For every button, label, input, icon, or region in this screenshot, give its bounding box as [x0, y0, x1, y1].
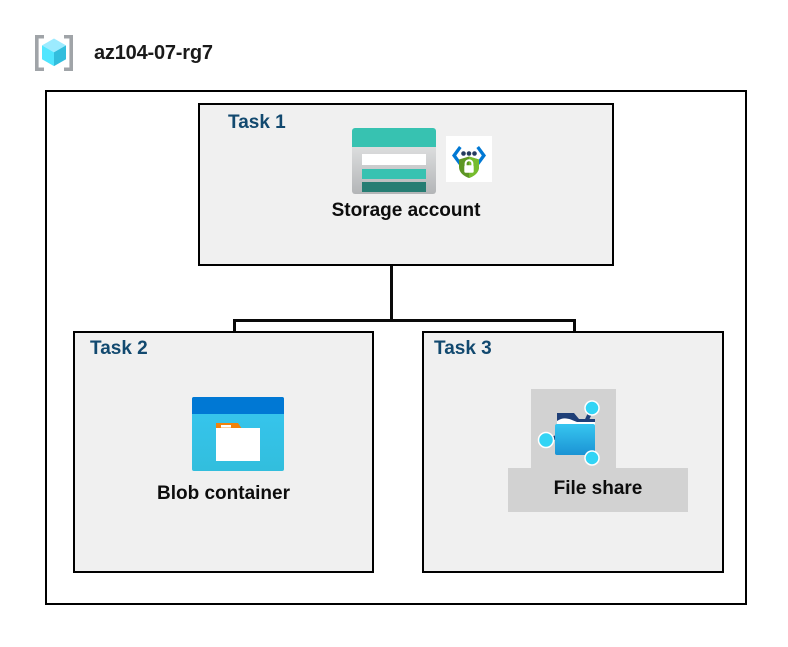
task-3-label: Task 3	[434, 338, 492, 359]
file-share-label-plate	[508, 468, 688, 512]
resource-group-icon	[30, 29, 78, 77]
file-share-icon	[533, 391, 614, 472]
file-share-label: File share	[553, 478, 643, 499]
resource-group-header: az104-07-rg7	[30, 28, 350, 78]
task-1-label: Task 1	[228, 112, 286, 133]
blob-container-label: Blob container	[156, 483, 290, 504]
connector-bus	[233, 319, 576, 322]
storage-account-icon	[351, 127, 437, 195]
storage-account-label: Storage account	[331, 200, 481, 221]
blob-container-icon	[192, 397, 284, 471]
connector-trunk	[390, 266, 393, 322]
encryption-shield-icon	[446, 136, 492, 182]
task-2-label: Task 2	[90, 338, 148, 359]
resource-group-name: az104-07-rg7	[94, 41, 213, 64]
